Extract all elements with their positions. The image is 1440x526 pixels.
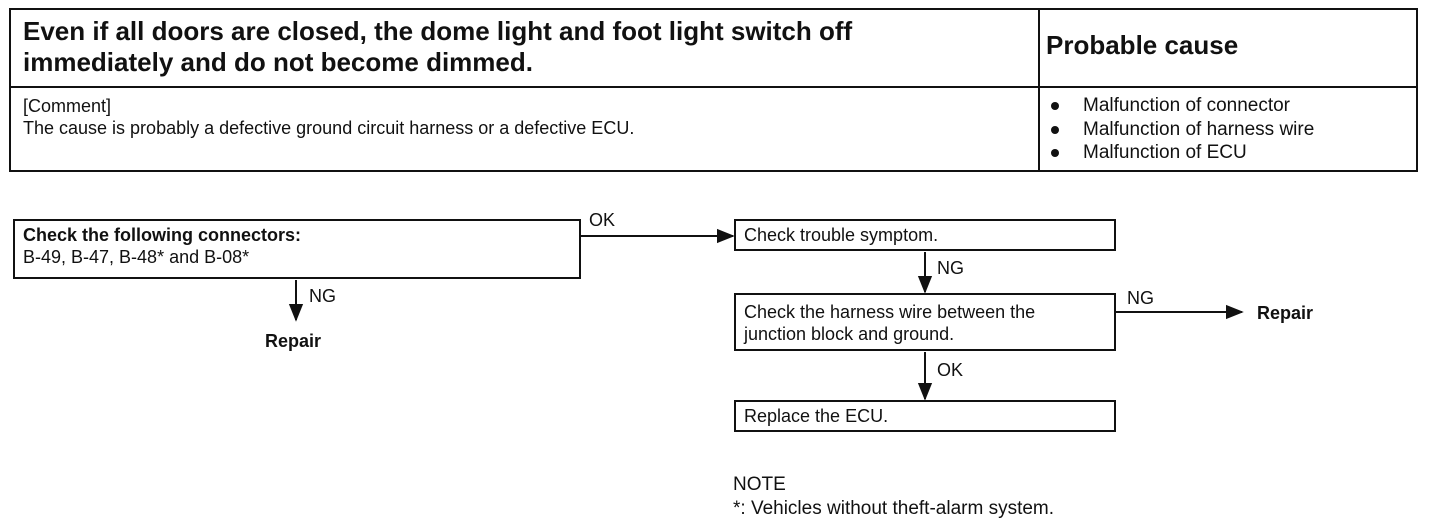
bullet-icon (1051, 125, 1059, 134)
check-trouble-box: Check trouble symptom. (734, 219, 1116, 251)
check-harness-line-1: Check the harness wire between the (744, 302, 1036, 322)
ok-label-1: OK (589, 210, 616, 230)
ng-label-2: NG (937, 258, 964, 278)
comment-block: [Comment] The cause is probably a defect… (23, 95, 634, 139)
symptom-heading: Even if all doors are closed, the dome l… (23, 16, 1033, 78)
ok-label-2: OK (937, 360, 964, 380)
cause-text: Malfunction of connector (1083, 95, 1291, 116)
bullet-icon (1051, 102, 1059, 110)
cause-text: Malfunction of ECU (1083, 142, 1247, 163)
note-title: NOTE (733, 474, 786, 495)
check-connectors-box: Check the following connectors: B-49, B-… (13, 219, 581, 279)
repair-label-2: Repair (1257, 303, 1314, 323)
replace-ecu-text: Replace the ECU. (744, 406, 889, 426)
note-text: *: Vehicles without theft-alarm system. (733, 498, 1055, 519)
comment-text: The cause is probably a defective ground… (23, 118, 635, 138)
ng-label-3: NG (1127, 288, 1154, 308)
comment-label: [Comment] (23, 96, 112, 116)
check-harness-box: Check the harness wire between the junct… (734, 293, 1116, 351)
check-connectors-title: Check the following connectors: (23, 225, 302, 245)
cause-text: Malfunction of harness wire (1083, 118, 1315, 140)
check-harness-line-2: junction block and ground. (744, 324, 955, 344)
check-trouble-text: Check trouble symptom. (744, 225, 939, 245)
list-item: Malfunction of harness wire (1047, 118, 1314, 142)
bullet-icon (1051, 149, 1059, 157)
check-connectors-list: B-49, B-47, B-48* and B-08* (23, 247, 250, 267)
symptom-line-2: immediately and do not become dimmed. (23, 47, 533, 77)
note-block: NOTE *: Vehicles without theft-alarm sys… (733, 473, 1054, 521)
table-row-divider (11, 86, 1416, 88)
repair-label-1: Repair (265, 331, 322, 351)
probable-cause-header: Probable cause (1046, 30, 1239, 60)
ng-label-1: NG (309, 286, 336, 306)
symptom-table: Even if all doors are closed, the dome l… (9, 8, 1418, 172)
causes-list: Malfunction of connector Malfunction of … (1047, 94, 1314, 165)
list-item: Malfunction of ECU (1047, 141, 1314, 165)
list-item: Malfunction of connector (1047, 94, 1314, 118)
table-column-divider (1038, 10, 1040, 170)
symptom-line-1: Even if all doors are closed, the dome l… (23, 16, 853, 46)
replace-ecu-box: Replace the ECU. (734, 400, 1116, 432)
